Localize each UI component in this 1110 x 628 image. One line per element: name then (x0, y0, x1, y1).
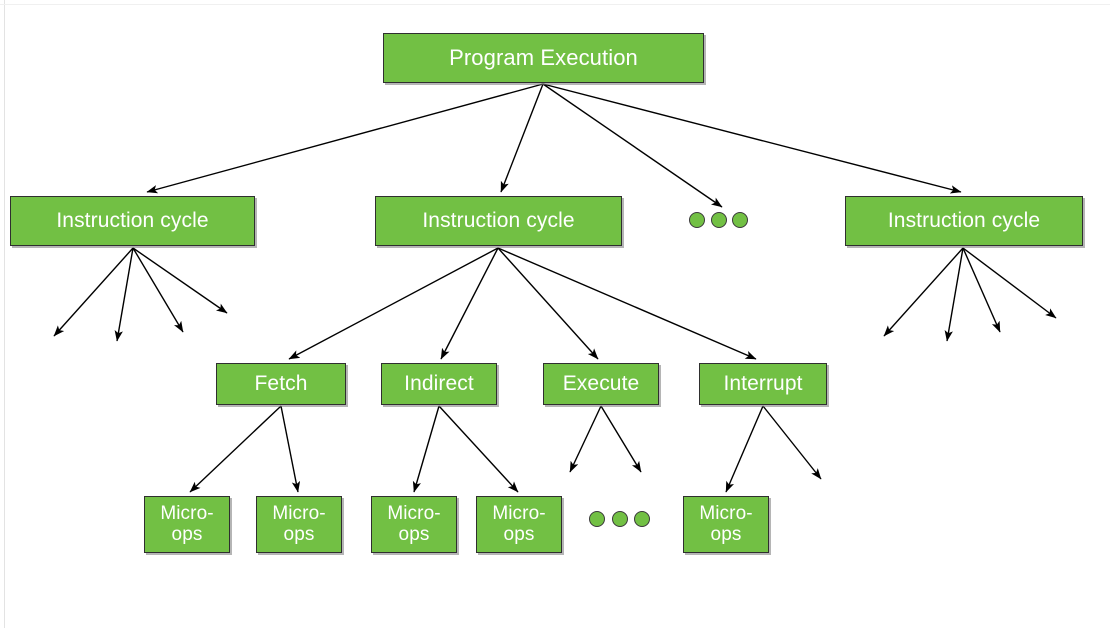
edge-cycle2-to-interrupt (497, 247, 757, 360)
edge-fetch-to-micro2 (280, 405, 301, 493)
node-fetch[interactable]: Fetch (216, 363, 346, 405)
node-program-execution[interactable]: Program Execution (383, 33, 704, 83)
ellipsis-micro-ops-dot-1 (589, 511, 605, 527)
ellipsis-instruction-cycles-dot-3 (732, 212, 748, 228)
edge-indirect-to-micro4 (438, 405, 519, 493)
node-instruction-cycle-3[interactable]: Instruction cycle (845, 196, 1083, 246)
page-edge-top (0, 4, 1110, 5)
edge-program-to-cycle2 (500, 83, 544, 193)
node-indirect[interactable]: Indirect (381, 363, 497, 405)
edge-cycle3-fan-4 (962, 247, 1057, 319)
edge-cycle1-fan-4 (132, 247, 228, 314)
edge-execute-fan-2 (600, 405, 642, 473)
edge-execute-fan-1 (569, 405, 602, 473)
node-instruction-cycle-2[interactable]: Instruction cycle (375, 196, 622, 246)
edge-cycle1-fan-3 (132, 247, 184, 333)
node-micro-ops-5[interactable]: Micro- ops (683, 496, 769, 553)
page-edge-left (4, 0, 5, 628)
node-interrupt[interactable]: Interrupt (699, 363, 827, 405)
edge-cycle1-fan-1 (53, 247, 134, 337)
edge-program-to-cycle1 (146, 83, 544, 194)
edge-cycle1-fan-2 (114, 247, 134, 342)
edge-cycle2-to-indirect (440, 247, 499, 360)
edge-program-to-cycle3 (542, 83, 962, 194)
node-micro-ops-3[interactable]: Micro- ops (371, 496, 457, 553)
ellipsis-micro-ops-dot-3 (634, 511, 650, 527)
edge-fetch-to-micro1 (189, 405, 282, 493)
ellipsis-instruction-cycles-dot-1 (689, 212, 705, 228)
node-execute[interactable]: Execute (543, 363, 659, 405)
edge-cycle3-fan-3 (962, 247, 1001, 333)
node-micro-ops-2[interactable]: Micro- ops (256, 496, 342, 553)
edge-cycle3-fan-2 (944, 247, 964, 342)
node-instruction-cycle-1[interactable]: Instruction cycle (10, 196, 255, 246)
ellipsis-instruction-cycles-dot-2 (711, 212, 727, 228)
edge-cycle2-to-fetch (288, 247, 499, 360)
edge-indirect-to-micro3 (412, 405, 440, 493)
node-micro-ops-4[interactable]: Micro- ops (476, 496, 562, 553)
edge-interrupt-to-micro5 (725, 405, 764, 493)
ellipsis-micro-ops-dot-2 (612, 511, 628, 527)
edge-program-to-ellipsis (542, 83, 723, 208)
edge-cycle2-to-execute (497, 247, 599, 360)
node-micro-ops-1[interactable]: Micro- ops (144, 496, 230, 553)
edge-cycle3-fan-1 (883, 247, 964, 337)
edge-interrupt-fan-2 (762, 405, 822, 480)
